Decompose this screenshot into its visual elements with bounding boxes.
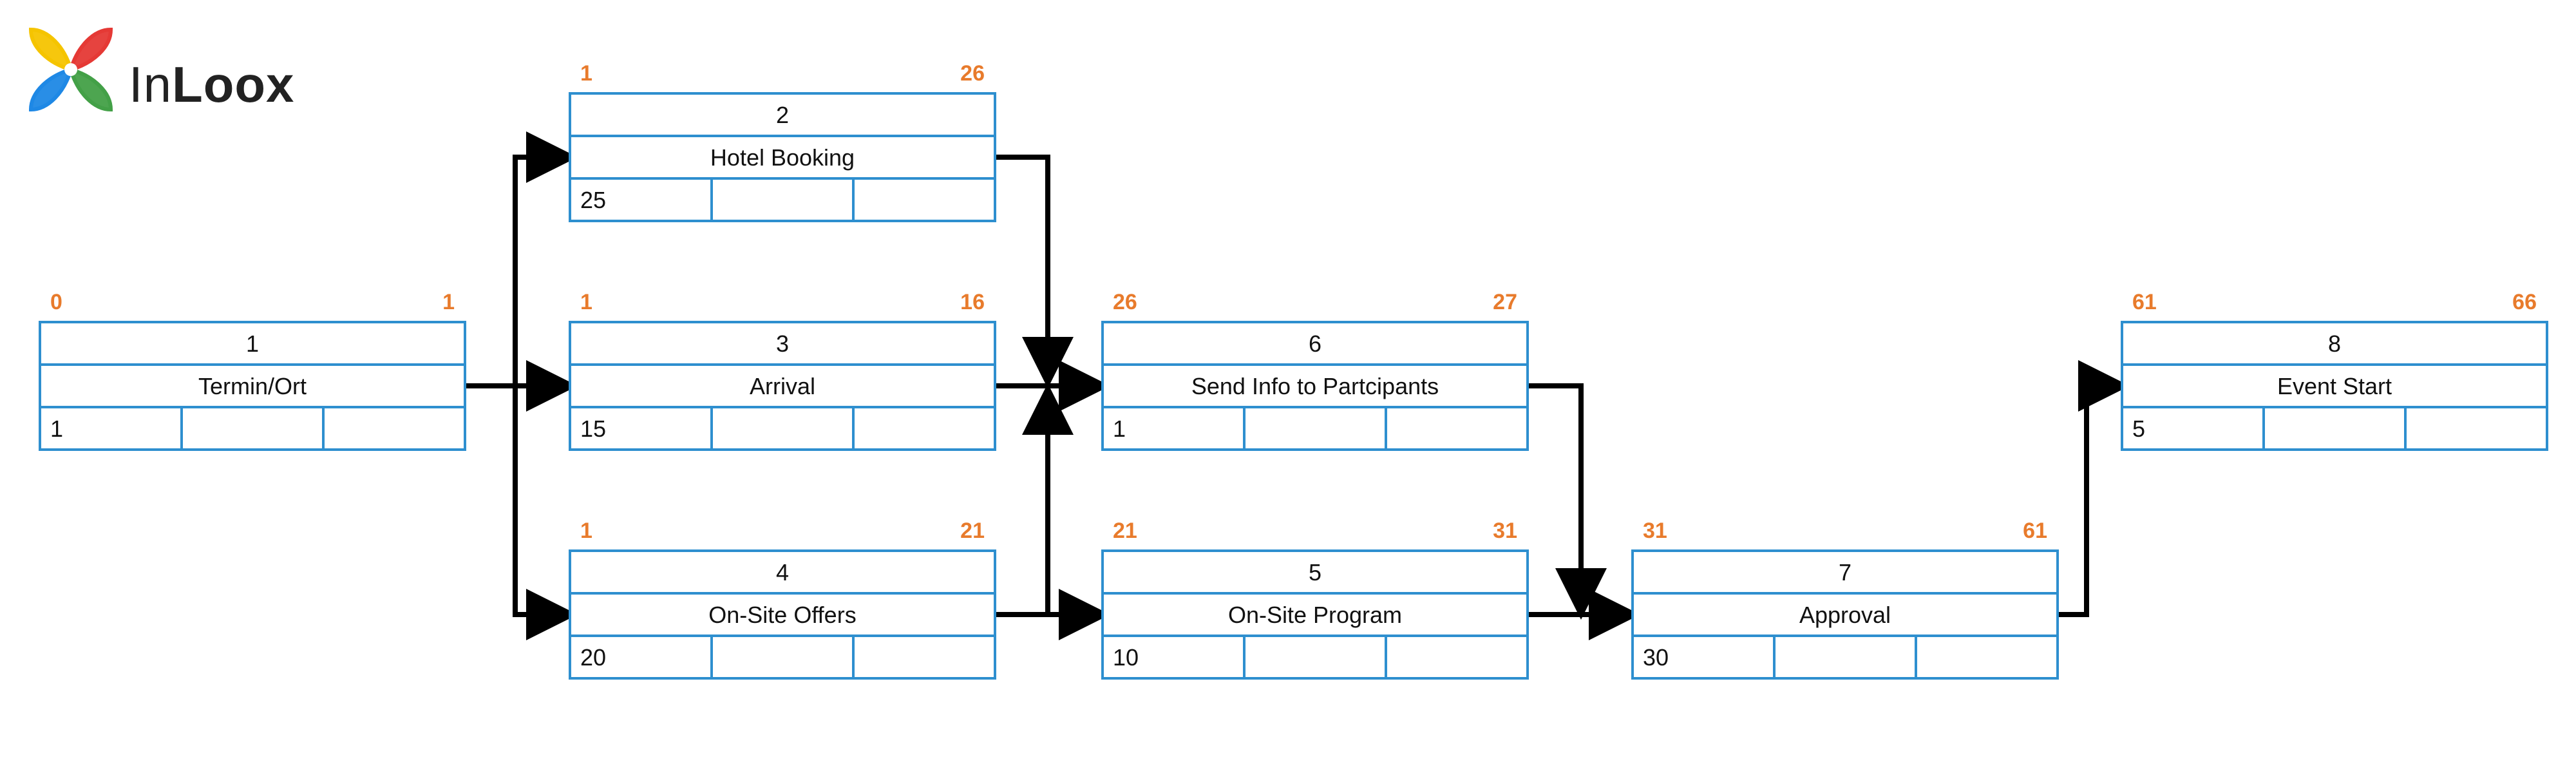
- inloox-wordmark: InLoox: [129, 55, 294, 114]
- early-finish-label: 1: [442, 290, 455, 314]
- task-duration: 5: [2132, 415, 2145, 442]
- early-finish-label: 27: [1493, 290, 1517, 314]
- task-id: 2: [776, 102, 789, 128]
- task-duration: 25: [580, 187, 606, 213]
- early-finish-label: 61: [2023, 519, 2047, 543]
- early-start-label: 31: [1643, 519, 1667, 543]
- task-id: 3: [776, 330, 789, 357]
- task-duration: 1: [50, 415, 63, 442]
- inloox-logo: InLoox: [19, 18, 294, 121]
- task-id: 8: [2328, 330, 2341, 357]
- early-finish-label: 26: [960, 61, 985, 86]
- task-duration: 20: [580, 644, 606, 671]
- task-id: 1: [246, 330, 259, 357]
- task-duration: 15: [580, 415, 606, 442]
- task-box: [569, 92, 996, 222]
- task-node-5[interactable]: 21 31 5On-Site Program 10: [1101, 519, 1529, 680]
- early-finish-label: 21: [960, 519, 985, 543]
- task-box: [2121, 321, 2548, 451]
- task-name: Hotel Booking: [710, 144, 855, 171]
- edges-layer: [465, 131, 2130, 640]
- task-name: Termin/Ort: [198, 373, 307, 399]
- early-start-label: 21: [1113, 519, 1137, 543]
- early-finish-label: 31: [1493, 519, 1517, 543]
- task-duration: 1: [1113, 415, 1126, 442]
- task-name: On-Site Program: [1228, 602, 1402, 628]
- task-name: Send Info to Partcipants: [1191, 373, 1439, 399]
- task-id: 7: [1839, 559, 1852, 586]
- logo-text-bold: Loox: [172, 56, 295, 113]
- task-name: Approval: [1799, 602, 1891, 628]
- task-box: [1631, 549, 2059, 680]
- dependency-arrow-1-4: [465, 383, 578, 640]
- task-name: On-Site Offers: [708, 602, 856, 628]
- task-box: [1101, 321, 1529, 451]
- task-id: 5: [1309, 559, 1321, 586]
- task-box: [569, 549, 996, 680]
- dependency-arrow-1-2: [465, 131, 578, 388]
- early-finish-label: 16: [960, 290, 985, 314]
- early-start-label: 1: [580, 61, 592, 86]
- inloox-flower-icon: [28, 27, 113, 112]
- dependency-arrow-2-6: [995, 155, 1074, 388]
- task-id: 4: [776, 559, 789, 586]
- early-start-label: 0: [50, 290, 62, 314]
- task-name: Event Start: [2277, 373, 2392, 399]
- task-duration: 10: [1113, 644, 1139, 671]
- early-start-label: 26: [1113, 290, 1137, 314]
- dependency-arrow-7-8: [2058, 360, 2130, 617]
- task-duration: 30: [1643, 644, 1669, 671]
- task-node-4[interactable]: 1 21 4On-Site Offers 20: [569, 519, 996, 680]
- dependency-arrow-6-7: [1528, 383, 1607, 620]
- task-box: [569, 321, 996, 451]
- early-start-label: 61: [2132, 290, 2157, 314]
- logo-text-light: In: [129, 56, 173, 113]
- early-start-label: 1: [580, 519, 592, 543]
- task-id: 6: [1309, 330, 1321, 357]
- early-finish-label: 66: [2512, 290, 2537, 314]
- task-name: Arrival: [750, 373, 815, 399]
- task-box: [1101, 549, 1529, 680]
- early-start-label: 1: [580, 290, 592, 314]
- dependency-arrow-4-6: [995, 383, 1074, 617]
- task-box: [39, 321, 466, 451]
